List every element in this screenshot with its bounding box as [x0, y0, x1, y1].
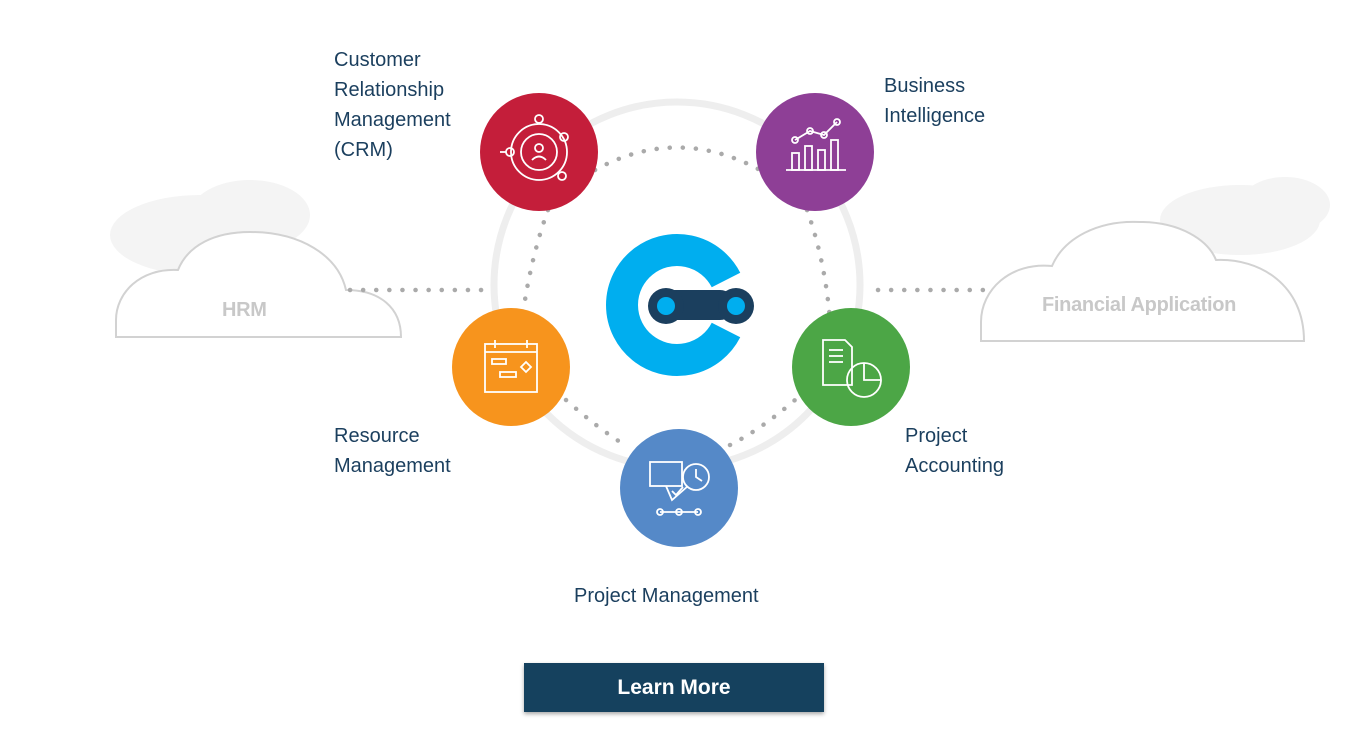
dotted-connectors	[347, 145, 988, 448]
hrm-label: HRM	[222, 299, 267, 321]
crm-node[interactable]	[480, 93, 598, 211]
resource-management-label[interactable]: Resource Management	[334, 425, 451, 477]
chat-clock-timeline-icon	[649, 461, 710, 516]
financial-cloud	[980, 220, 1306, 342]
financial-application-label: Financial Application	[1042, 294, 1237, 316]
gantt-board-icon	[484, 340, 538, 393]
crm-label[interactable]: Customer Relationship Management (CRM)	[334, 49, 451, 161]
learn-more-button[interactable]: Learn More	[524, 663, 824, 712]
invoice-pie-icon	[822, 339, 882, 398]
connector-logo-icon	[606, 234, 754, 376]
hrm-cloud	[115, 230, 403, 338]
crm-target-person-icon	[500, 114, 569, 181]
bar-chart-trend-icon	[786, 118, 846, 171]
project-management-label[interactable]: Project Management	[574, 585, 759, 607]
business-intelligence-label[interactable]: Business Intelligence	[884, 75, 986, 127]
project-accounting-label[interactable]: Project Accounting	[905, 425, 1004, 477]
accounting-node[interactable]	[792, 308, 910, 426]
resource-node[interactable]	[452, 308, 570, 426]
bi-node[interactable]	[756, 93, 874, 211]
project-node[interactable]	[620, 429, 738, 547]
background-cloud-right	[1160, 177, 1330, 255]
